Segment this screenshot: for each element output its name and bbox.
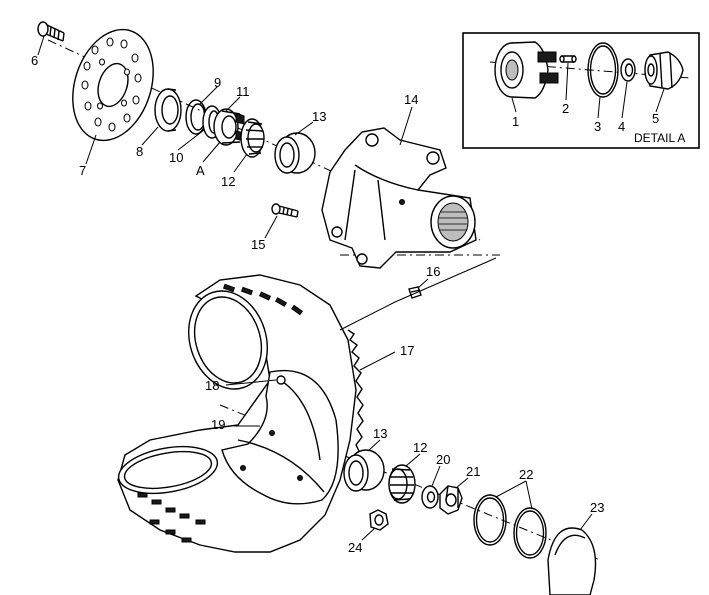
brake-disc-part — [72, 28, 154, 142]
hub-bolt-part — [271, 203, 299, 218]
washer-part — [421, 485, 439, 509]
callout-21: 21 — [466, 464, 480, 479]
callout-9: 9 — [214, 75, 221, 90]
wheel-hub-part — [321, 127, 477, 269]
bolt-part — [37, 21, 65, 42]
callout-16: 16 — [426, 264, 440, 279]
callout-4: 4 — [618, 119, 625, 134]
callout-14: 14 — [404, 92, 418, 107]
lower-bearing-cup-part — [343, 449, 385, 492]
detail-clutch-housing-part — [494, 41, 559, 99]
bearing-cup-part — [274, 132, 316, 174]
callout-5: 5 — [652, 111, 659, 126]
grease-fitting-part — [408, 286, 422, 299]
callout-13-upper: 13 — [312, 109, 326, 124]
callout-18: 18 — [205, 378, 219, 393]
detail-a-title: DETAIL A — [634, 131, 685, 145]
callout-12-upper: 12 — [221, 174, 235, 189]
callout-15: 15 — [251, 237, 265, 252]
callout-1: 1 — [512, 114, 519, 129]
callout-2: 2 — [562, 101, 569, 116]
detail-nut-part — [644, 51, 684, 90]
seal-part — [154, 88, 182, 132]
roller-bearing-part — [240, 118, 265, 158]
detail-a-inset: DETAIL A — [462, 32, 700, 149]
callout-20: 20 — [436, 452, 450, 467]
callout-8: 8 — [136, 144, 143, 159]
detail-ring-part — [587, 42, 619, 98]
detail-washer-part — [620, 58, 636, 82]
callout-13-lower: 13 — [373, 426, 387, 441]
o-ring-part — [473, 494, 547, 559]
lug-nut-part — [369, 509, 389, 531]
callout-17: 17 — [400, 343, 414, 358]
callout-12-lower: 12 — [413, 440, 427, 455]
callout-7: 7 — [79, 163, 86, 178]
clutch-assembly-part — [213, 108, 245, 146]
callout-19: 19 — [211, 417, 225, 432]
callout-labels: 6 7 8 9 10 11 A 12 13 14 15 16 17 18 19 … — [31, 53, 659, 555]
lower-roller-bearing-part — [388, 464, 416, 504]
callout-22: 22 — [519, 467, 533, 482]
callout-23: 23 — [590, 500, 604, 515]
callout-11: 11 — [236, 84, 250, 99]
callout-24: 24 — [348, 540, 362, 555]
callout-a: A — [196, 163, 205, 178]
callout-10: 10 — [169, 150, 183, 165]
hub-cap-part — [547, 527, 597, 595]
nut-part — [439, 485, 463, 515]
callout-3: 3 — [594, 119, 601, 134]
callout-6: 6 — [31, 53, 38, 68]
wheel-rim-part — [221, 369, 339, 505]
detail-pin-part — [559, 55, 577, 63]
leader-lines — [37, 35, 665, 541]
